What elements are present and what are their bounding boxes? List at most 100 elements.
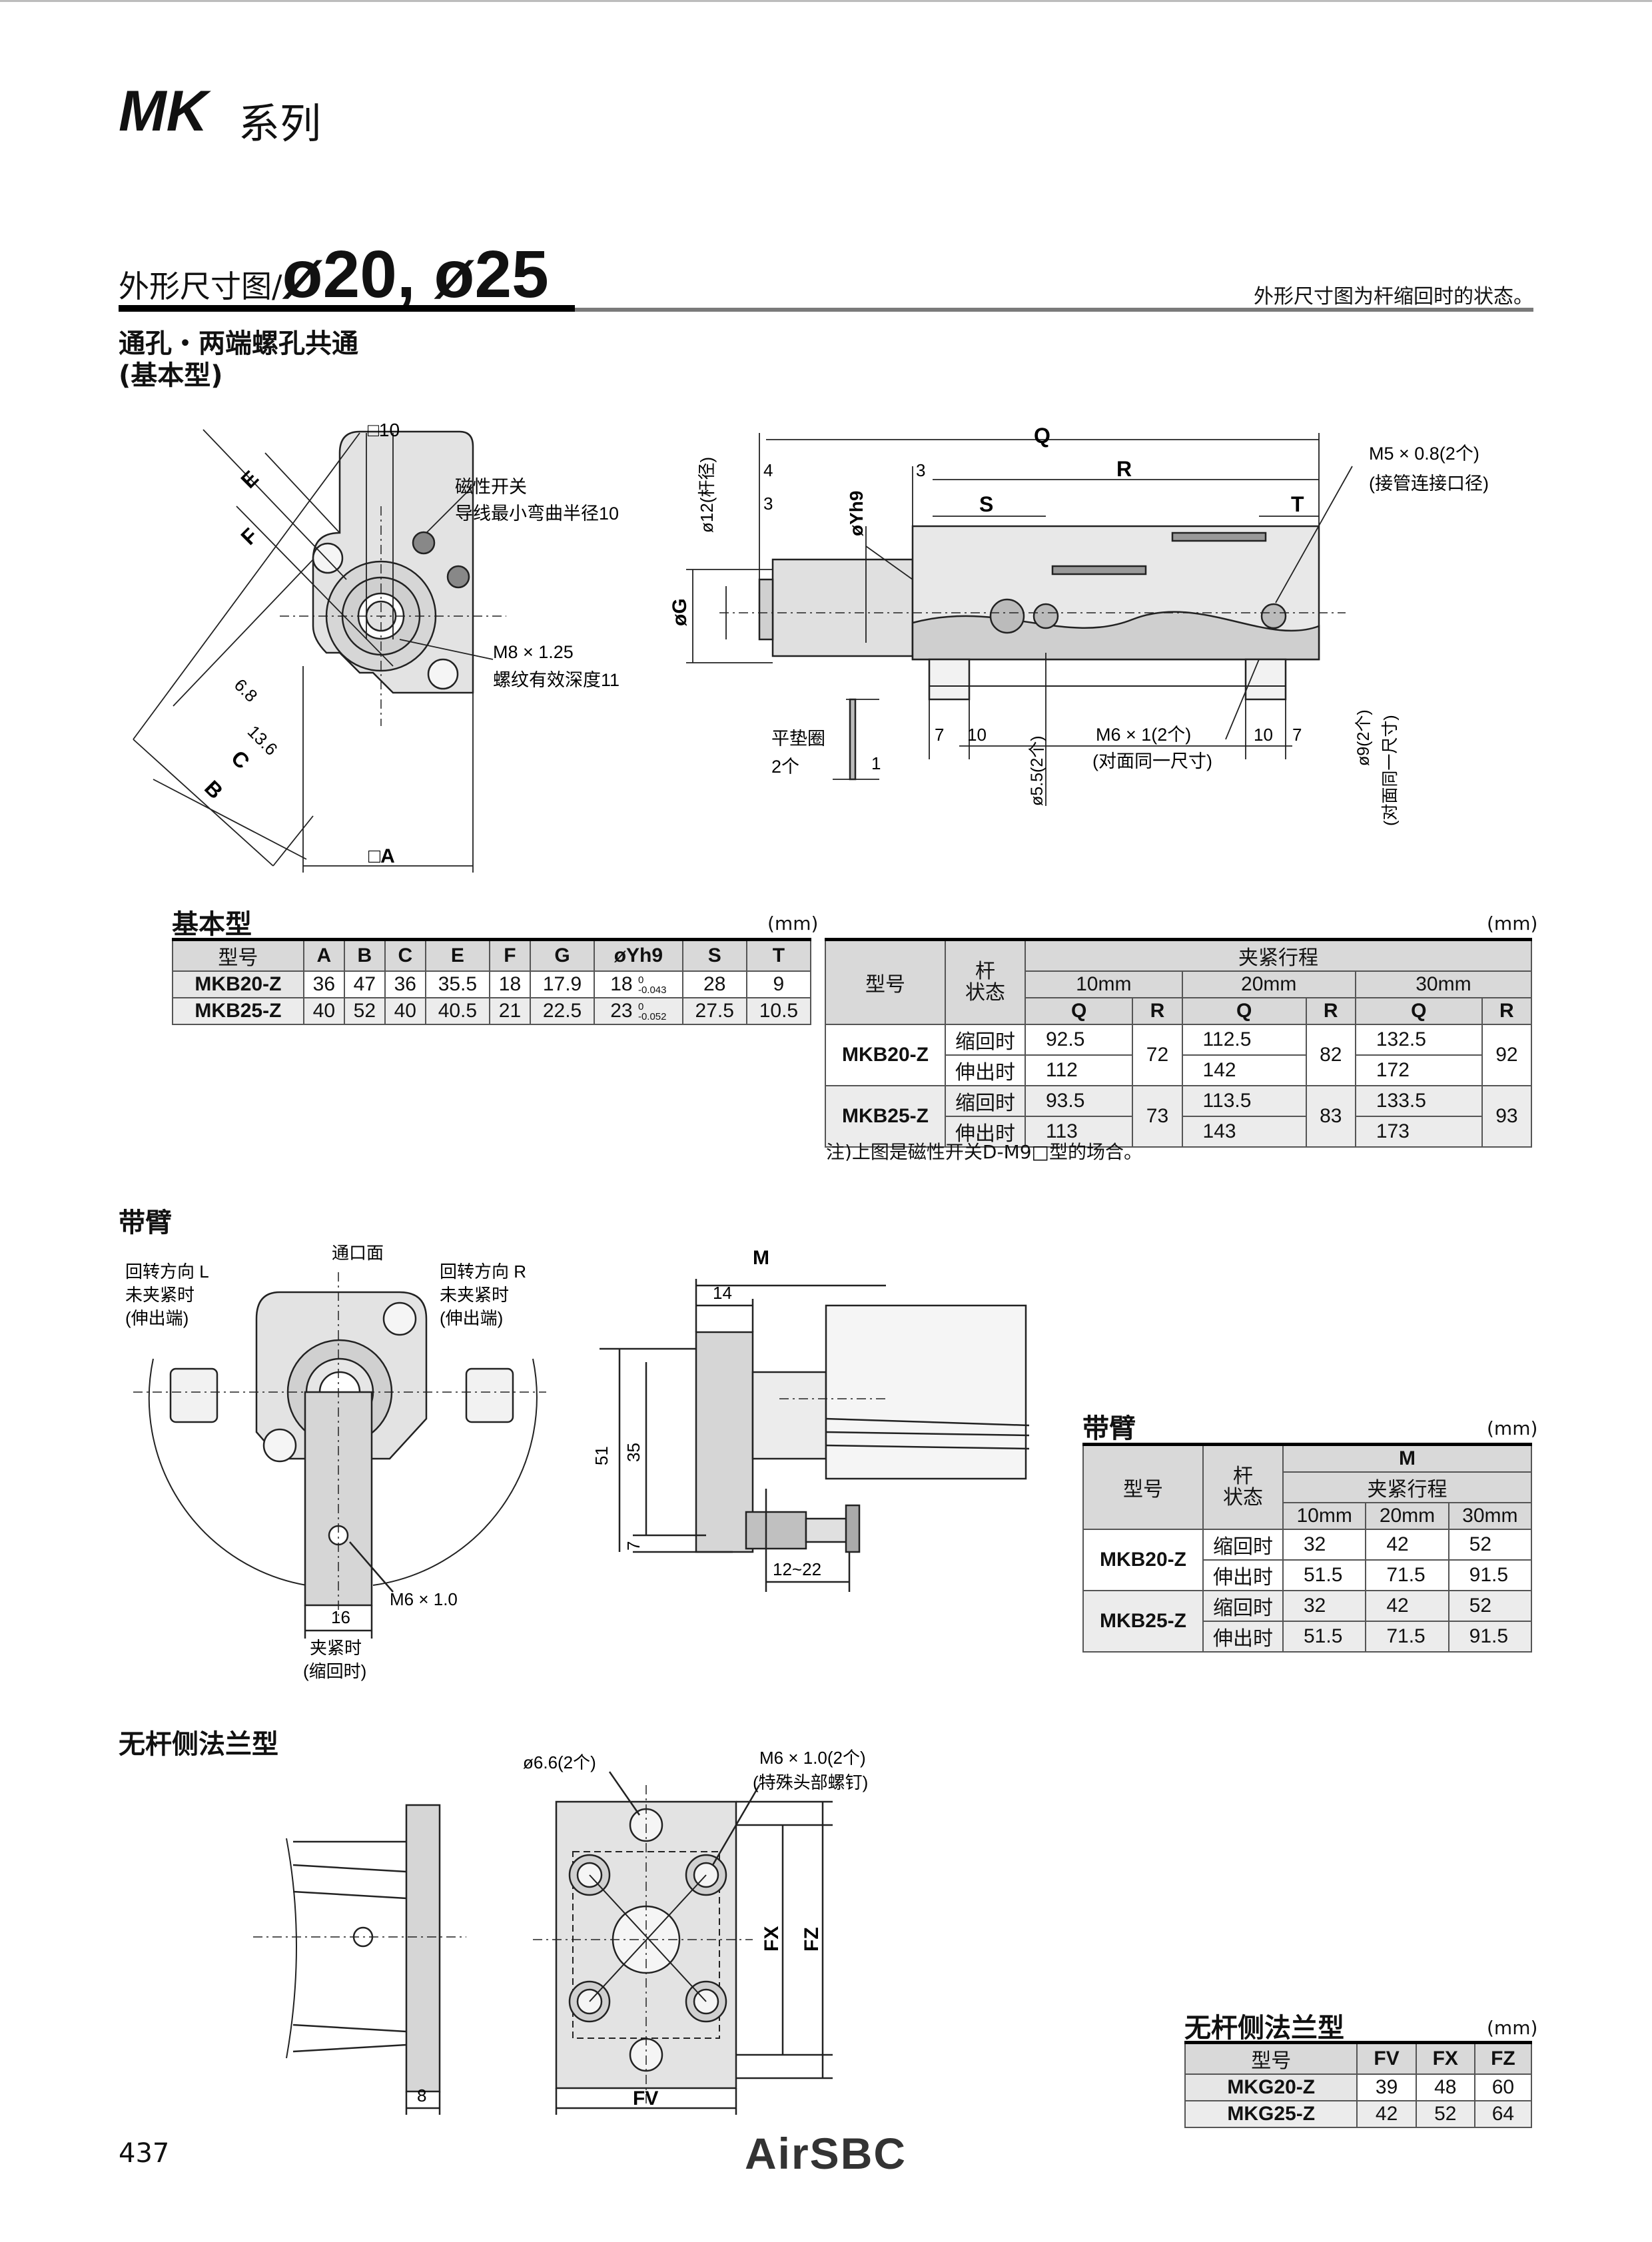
cell-T: 9 [745,970,812,998]
lbl-special-screw: (特殊头部螺钉) [753,1772,868,1792]
th-Yh9: øYh9 [594,938,683,972]
lbl-washer-qty: 2个 [771,757,799,777]
cell-q: 113.5 [1181,1085,1307,1117]
th-R: R [1481,997,1533,1025]
cell-r: 83 [1305,1085,1356,1148]
lbl-T: T [1291,492,1304,516]
cell-q: 143 [1181,1116,1307,1148]
lbl-d35: 35 [623,1443,643,1462]
lbl-pipe-port: (接管连接口径) [1369,474,1489,494]
th-stroke-30: 30mm [1447,1502,1533,1530]
lbl-d3b: 3 [916,460,925,480]
cell-Y-value: 18 [610,973,633,995]
cell-m: 91.5 [1447,1559,1533,1591]
cell-FV: 42 [1356,2100,1417,2128]
switch-groove-2 [1171,532,1267,542]
th-state: 状态 [965,982,1005,1004]
th-FX: FX [1415,2042,1475,2075]
lbl-Q: Q [1034,424,1050,448]
cell-model: MKB20-Z [1082,1529,1204,1591]
basic-title-line1: 通孔・两端螺孔共通 [119,328,358,359]
flange-table-title: 无杆侧法兰型 [1184,2013,1344,2044]
cell-G: 22.5 [529,997,596,1025]
th-M: M [1282,1443,1532,1473]
th-model: 型号 [172,938,304,972]
lbl-FX: FX [761,1926,783,1952]
th-stroke: 夹紧行程 [1282,1471,1532,1503]
lbl-d1: 1 [871,753,881,773]
rod-end [758,578,774,641]
lbl-d55: ø5.5(2个) [1028,735,1046,806]
th-B: B [343,938,386,972]
lbl-rot-L: 回转方向 L [125,1262,209,1282]
lbl-FV: FV [633,2087,658,2109]
stroke-table-note: 注)上图是磁性开关D-M9□型的场合。 [826,1141,1143,1163]
lbl-d7b: 7 [1292,725,1302,745]
cell-Y-tol-lo: -0.052 [637,1011,667,1023]
cell-FX: 52 [1415,2100,1475,2128]
arm-table-unit: (mm) [1487,1417,1538,1439]
lbl-G: øG [669,598,691,626]
cell-Y-tol-hi: 0 [637,974,644,986]
lbl-washer: 平垫圈 [771,729,825,749]
port-hole-1 [412,531,436,555]
cell-Y-tol-hi: 0 [637,1001,644,1013]
table-row: 伸出时 112 142 172 [825,1054,1531,1086]
cell-m: 51.5 [1282,1559,1367,1591]
table-row: 伸出时 113 143 173 [825,1116,1531,1148]
series-suffix: 系列 [238,99,322,148]
th-T: T [745,938,812,972]
cell-model: MKG25-Z [1184,2100,1358,2128]
lbl-extended-L: (伸出端) [125,1308,189,1328]
table-row: MKB20-Z 缩回时 92.5 72 112.5 82 132.5 92 [825,1024,1533,1086]
cell-r: 92 [1481,1024,1533,1086]
cell-q: 172 [1354,1054,1483,1086]
basic-title-line2: (基本型) [119,360,223,391]
cell-model: MKB25-Z [825,1085,946,1148]
th-stroke: 夹紧行程 [1025,938,1532,972]
th-rod-state: 杆状态 [1202,1443,1284,1530]
lbl-d12-22: 12~22 [773,1559,821,1579]
cell-r: 73 [1132,1085,1183,1148]
th-Q: Q [1181,997,1307,1025]
basic-drawings: □10 E F 6.8 13.6 C B □A 磁性开关 导线最小弯曲半径10 … [133,420,1489,873]
cell-r: 72 [1132,1024,1183,1086]
cell-T: 10.5 [745,997,812,1025]
port-hole-2 [446,565,470,589]
th-rod: 杆 [1233,1465,1253,1487]
lbl-flange-d8: 8 [417,2085,426,2105]
th-stroke-20: 20mm [1365,1502,1449,1530]
lbl-sqA: □A [368,845,395,867]
table-row: MKB25-Z 缩回时 32 42 52 [1082,1590,1533,1653]
cell-state: 伸出时 [945,1054,1026,1086]
table-row: MKB25-Z 缩回时 93.5 73 113.5 83 133.5 93 [825,1085,1533,1148]
lbl-flange-m6: M6 × 1.0(2个) [759,1748,866,1768]
cell-q: 92.5 [1024,1024,1134,1056]
cell-C: 36 [384,970,426,998]
basic-title: 通孔・两端螺孔共通 (基本型) [119,328,358,392]
cell-state: 缩回时 [1202,1590,1284,1622]
page-number: 437 [119,2138,170,2169]
flange-title: 无杆侧法兰型 [119,1729,278,1760]
lbl-d10a: 10 [967,725,987,745]
lbl-Yh9: øYh9 [846,491,867,536]
cell-state: 缩回时 [945,1024,1026,1056]
table-row: MKB20-Z 缩回时 32 42 52 [1082,1529,1533,1591]
th-model: 型号 [825,938,946,1025]
cell-state: 伸出时 [1202,1621,1284,1653]
lbl-d7a: 7 [935,725,944,745]
cell-S: 28 [681,970,747,998]
section-title-size: ø20, ø25 [282,237,549,312]
lbl-unclamped-L: 未夹紧时 [125,1285,195,1305]
th-F: F [488,938,531,972]
lbl-d9: ø9(2个) [1354,709,1373,766]
th-stroke-10: 10mm [1282,1502,1367,1530]
cell-S: 27.5 [681,997,747,1025]
brand-logo: AirSBC [745,2129,907,2178]
cell-m: 32 [1282,1529,1367,1561]
flange-table-unit: (mm) [1487,2017,1538,2039]
th-Q: Q [1024,997,1134,1025]
lbl-d66: ø6.6(2个) [523,1752,596,1772]
th-S: S [681,938,747,972]
lbl-unclamped-R: 未夹紧时 [440,1285,509,1305]
